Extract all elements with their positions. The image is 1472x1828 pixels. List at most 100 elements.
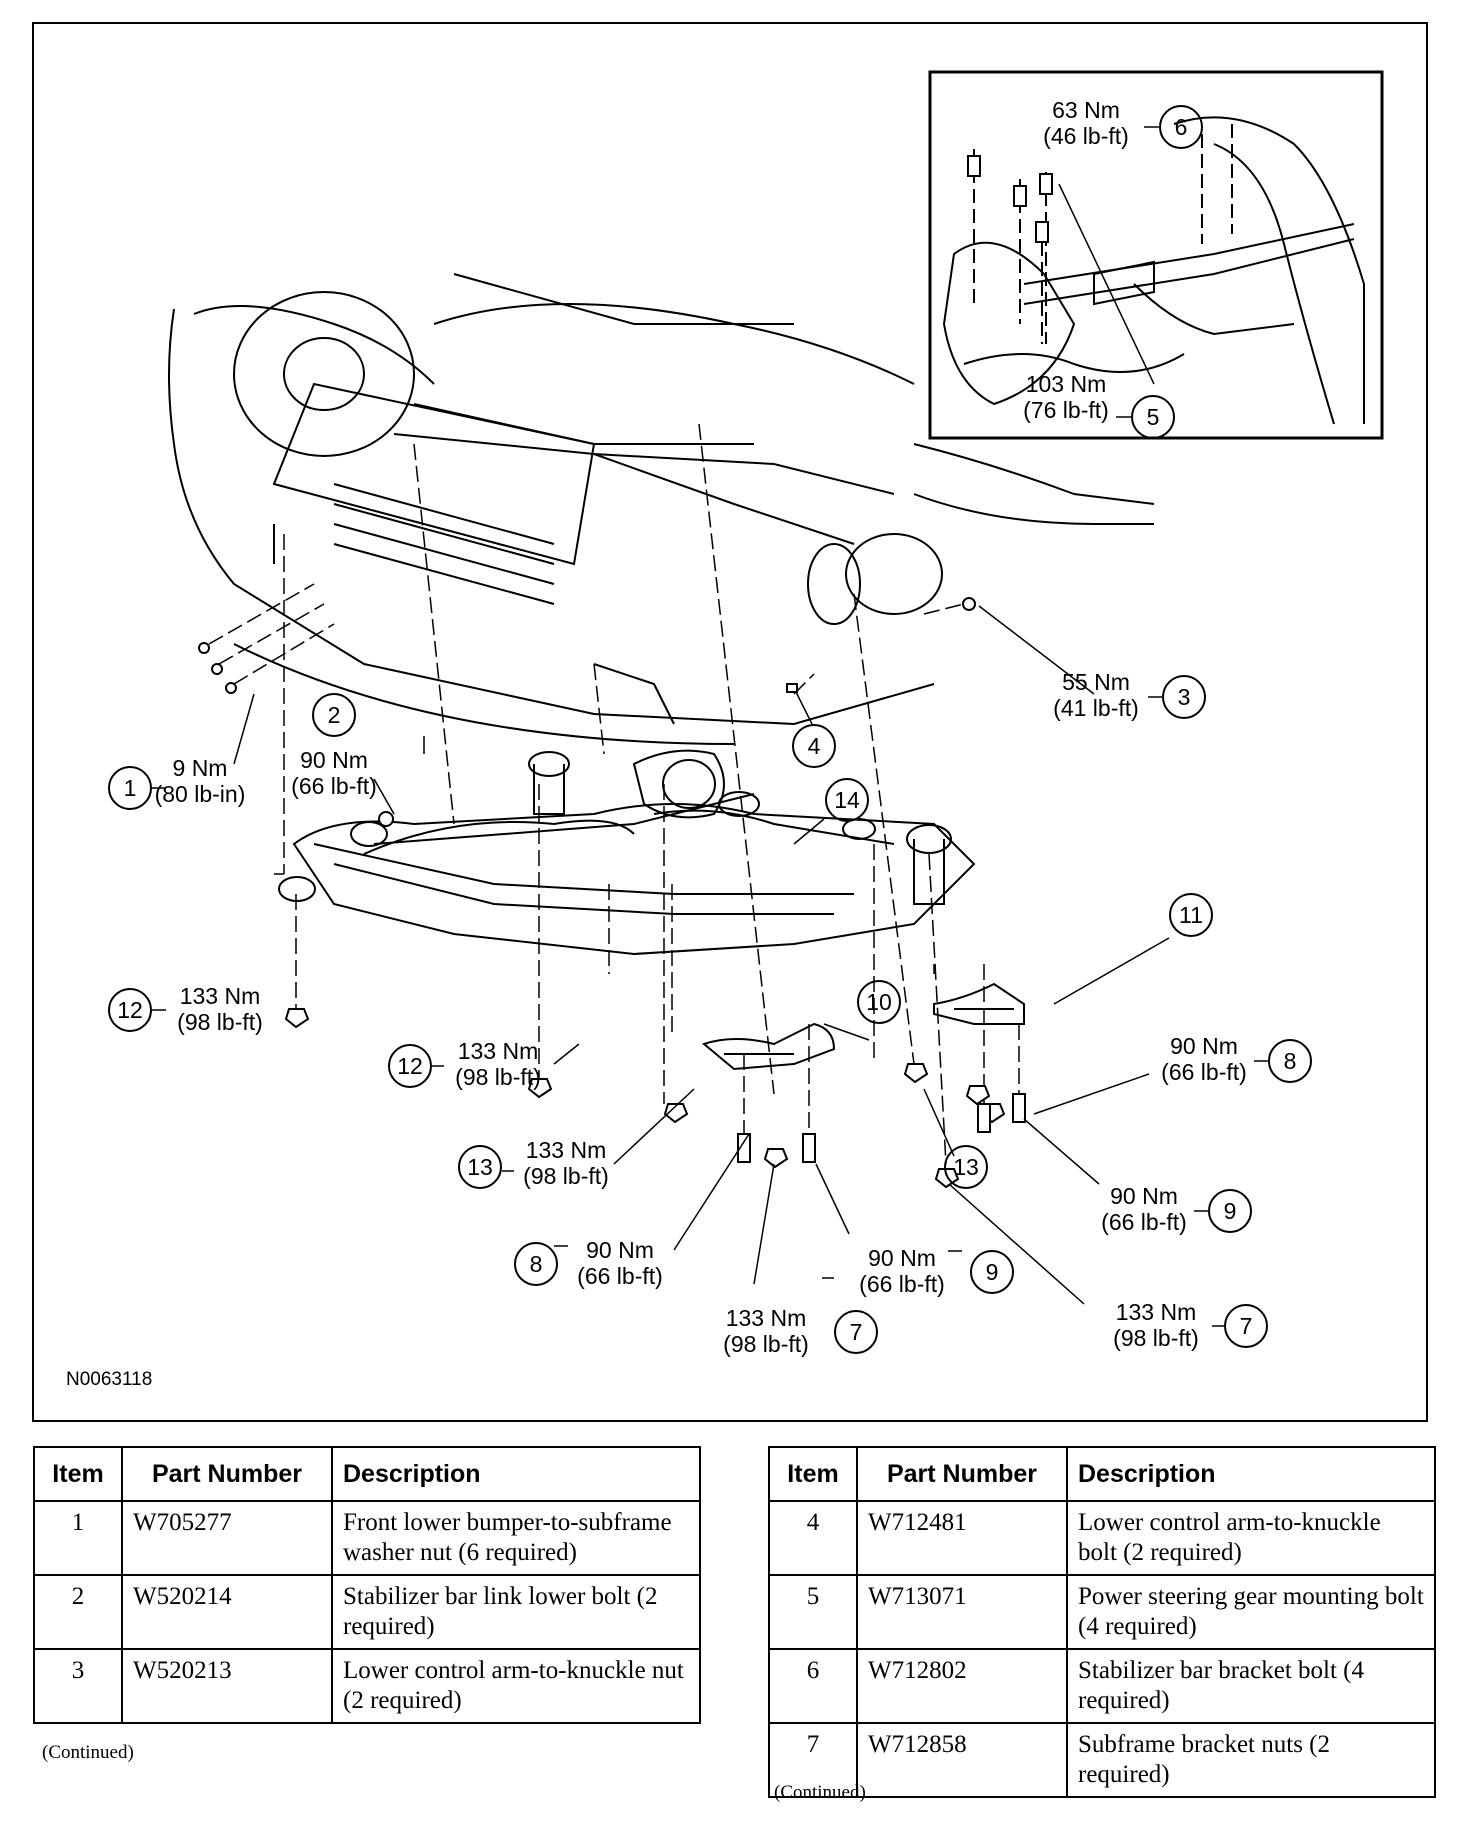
continued-note-left: (Continued) xyxy=(42,1742,134,1763)
torque-label-imperial: (98 lb-ft) xyxy=(723,1331,809,1357)
torque-label-metric: 90 Nm xyxy=(300,747,368,773)
callout-number: 13 xyxy=(953,1154,979,1180)
cell-description: Lower control arm-to-knuckle nut (2 requ… xyxy=(331,1648,701,1724)
callout-circle-9b xyxy=(970,1250,1014,1294)
figure-id: N0063118 xyxy=(66,1369,153,1390)
cell-part-number: W713071 xyxy=(856,1574,1068,1650)
callout-circle-12b xyxy=(388,1044,432,1088)
torque-label-imperial: (98 lb-ft) xyxy=(1113,1325,1199,1351)
torque-label-imperial: (80 lb-in) xyxy=(155,781,246,807)
cell-description: Power steering gear mounting bolt (4 req… xyxy=(1066,1574,1436,1650)
parts-table-left: Item Part Number Description 1 W705277 F… xyxy=(33,1446,701,1724)
cell-description: Subframe bracket nuts (2 required) xyxy=(1066,1722,1436,1798)
torque-label-imperial: (66 lb-ft) xyxy=(291,773,377,799)
header-description: Description xyxy=(1066,1446,1436,1502)
torque-label-metric: 90 Nm xyxy=(868,1245,936,1271)
cell-part-number: W520214 xyxy=(121,1574,333,1650)
cell-item: 5 xyxy=(768,1574,858,1650)
table-row: 5 W713071 Power steering gear mounting b… xyxy=(768,1574,1436,1650)
callout-number: 9 xyxy=(1224,1198,1237,1224)
torque-label-metric: 55 Nm xyxy=(1062,669,1130,695)
table-row: 3 W520213 Lower control arm-to-knuckle n… xyxy=(33,1648,701,1724)
continued-note-right: (Continued) xyxy=(774,1782,866,1803)
torque-label-imperial: (98 lb-ft) xyxy=(177,1009,263,1035)
callout-circle-1 xyxy=(108,766,152,810)
callout-number: 13 xyxy=(467,1154,493,1180)
table-row: 7 W712858 Subframe bracket nuts (2 requi… xyxy=(768,1722,1436,1798)
callout-circle-10 xyxy=(857,980,901,1024)
cell-part-number: W712858 xyxy=(856,1722,1068,1798)
header-part-number: Part Number xyxy=(121,1446,333,1502)
torque-label-imperial: (66 lb-ft) xyxy=(577,1263,663,1289)
callout-number: 9 xyxy=(986,1259,999,1285)
callout-number: 4 xyxy=(808,733,821,759)
header-part-number: Part Number xyxy=(856,1446,1068,1502)
table-header-row: Item Part Number Description xyxy=(768,1446,1436,1502)
cell-description: Lower control arm-to-knuckle bolt (2 req… xyxy=(1066,1500,1436,1576)
torque-label-imperial: (46 lb-ft) xyxy=(1043,123,1129,149)
table-row: 2 W520214 Stabilizer bar link lower bolt… xyxy=(33,1574,701,1650)
header-item: Item xyxy=(768,1446,858,1502)
cell-item: 2 xyxy=(33,1574,123,1650)
callout-circle-11 xyxy=(1169,893,1213,937)
torque-label-imperial: (41 lb-ft) xyxy=(1053,695,1139,721)
cell-part-number: W712481 xyxy=(856,1500,1068,1576)
callout-number: 8 xyxy=(530,1251,543,1277)
torque-label-metric: 90 Nm xyxy=(1110,1183,1178,1209)
callout-circle-3 xyxy=(1162,675,1206,719)
callout-number: 14 xyxy=(834,787,860,813)
callout-circle-6 xyxy=(1159,105,1203,149)
cell-part-number: W712802 xyxy=(856,1648,1068,1724)
callout-number: 2 xyxy=(328,702,341,728)
callout-circle-4 xyxy=(792,724,836,768)
cell-item: 1 xyxy=(33,1500,123,1576)
torque-label-metric: 103 Nm xyxy=(1026,371,1107,397)
cell-part-number: W705277 xyxy=(121,1500,333,1576)
torque-label-metric: 133 Nm xyxy=(458,1038,539,1064)
callout-number: 1 xyxy=(124,775,137,801)
callout-number: 11 xyxy=(1179,902,1203,928)
vehicle-underbody-drawing xyxy=(108,70,1384,1354)
callout-number: 8 xyxy=(1284,1048,1297,1074)
header-description: Description xyxy=(331,1446,701,1502)
torque-label-metric: 63 Nm xyxy=(1052,97,1120,123)
callout-circle-7a xyxy=(834,1310,878,1354)
callout-circle-8b xyxy=(514,1242,558,1286)
callout-circle-9a xyxy=(1208,1189,1252,1233)
cell-part-number: W520213 xyxy=(121,1648,333,1724)
callout-number: 5 xyxy=(1147,404,1160,430)
suspension-diagram: 1 2 3 4 5 6 7 7 8 8 9 9 10 11 12 12 13 1… xyxy=(108,70,1384,1357)
cell-item: 4 xyxy=(768,1500,858,1576)
torque-label-imperial: (66 lb-ft) xyxy=(859,1271,945,1297)
torque-label-metric: 133 Nm xyxy=(726,1305,807,1331)
torque-label-metric: 133 Nm xyxy=(1116,1299,1197,1325)
callout-circle-12a xyxy=(108,988,152,1032)
table-row: 1 W705277 Front lower bumper-to-subframe… xyxy=(33,1500,701,1576)
header-item: Item xyxy=(33,1446,123,1502)
callout-number: 3 xyxy=(1178,684,1191,710)
callout-circle-2 xyxy=(312,693,356,737)
torque-label-metric: 90 Nm xyxy=(586,1237,654,1263)
torque-label-imperial: (98 lb-ft) xyxy=(455,1064,541,1090)
cell-item: 6 xyxy=(768,1648,858,1724)
cell-description: Stabilizer bar link lower bolt (2 requir… xyxy=(331,1574,701,1650)
torque-label-metric: 133 Nm xyxy=(526,1137,607,1163)
callout-number: 12 xyxy=(117,997,143,1023)
callout-number: 7 xyxy=(1240,1313,1253,1339)
callout-circle-7b xyxy=(1224,1304,1268,1348)
torque-label-metric: 9 Nm xyxy=(173,755,228,781)
callout-circle-13a xyxy=(458,1145,502,1189)
cell-item: 3 xyxy=(33,1648,123,1724)
torque-label-imperial: (76 lb-ft) xyxy=(1023,397,1109,423)
callout-circle-13b xyxy=(944,1145,988,1189)
torque-label-metric: 133 Nm xyxy=(180,983,261,1009)
torque-label-imperial: (98 lb-ft) xyxy=(523,1163,609,1189)
callout-number: 6 xyxy=(1175,114,1188,140)
exploded-view-figure: 1 2 3 4 5 6 7 7 8 8 9 9 10 11 12 12 13 1… xyxy=(32,22,1428,1422)
table-row: 6 W712802 Stabilizer bar bracket bolt (4… xyxy=(768,1648,1436,1724)
callout-number: 12 xyxy=(397,1053,423,1079)
table-header-row: Item Part Number Description xyxy=(33,1446,701,1502)
parts-table-right: Item Part Number Description 4 W712481 L… xyxy=(768,1446,1436,1798)
callout-number: 10 xyxy=(866,989,892,1015)
callout-number: 7 xyxy=(850,1319,863,1345)
